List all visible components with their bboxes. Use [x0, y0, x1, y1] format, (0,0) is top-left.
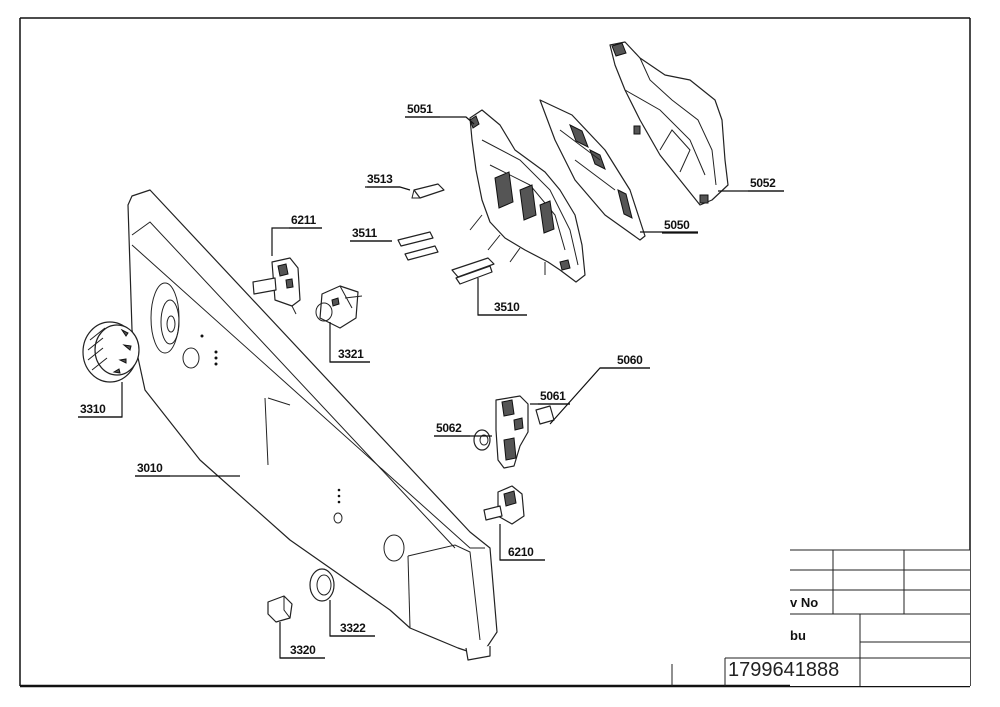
label-3320: 3320	[290, 643, 316, 657]
label-5061: 5061	[540, 389, 566, 403]
label-3321: 3321	[338, 347, 364, 361]
knob-3310	[78, 321, 140, 418]
pcb-5050	[539, 99, 698, 241]
label-5052: 5052	[750, 176, 776, 190]
label-6211: 6211	[291, 213, 316, 227]
part-labels: 5051 5052 5050 3513 6211 3511 3510 3321 …	[78, 102, 784, 659]
label-5050: 5050	[664, 218, 690, 232]
title-block-name-field: bu	[790, 628, 806, 643]
label-6210: 6210	[508, 545, 534, 559]
label-3511: 3511	[352, 226, 377, 240]
title-block: v No bu 1799641888	[671, 549, 970, 686]
control-panel-fascia-3010	[127, 189, 498, 661]
label-3322: 3322	[340, 621, 366, 635]
label-3510: 3510	[494, 300, 520, 314]
button-rods-3511	[350, 231, 439, 261]
label-5051: 5051	[407, 102, 433, 116]
connector-block-5061	[495, 367, 650, 469]
drawing-number: 1799641888	[728, 659, 839, 681]
label-3010: 3010	[137, 461, 163, 475]
light-pipe-3513	[367, 183, 445, 199]
title-block-rev-field: v No	[790, 595, 818, 610]
switch-6211	[252, 227, 322, 315]
label-3513: 3513	[367, 172, 393, 186]
label-5060: 5060	[617, 353, 643, 367]
label-3310: 3310	[80, 402, 106, 416]
rear-cover-5052	[609, 41, 784, 206]
board-frame-5051	[405, 109, 586, 283]
label-5062: 5062	[436, 421, 462, 435]
